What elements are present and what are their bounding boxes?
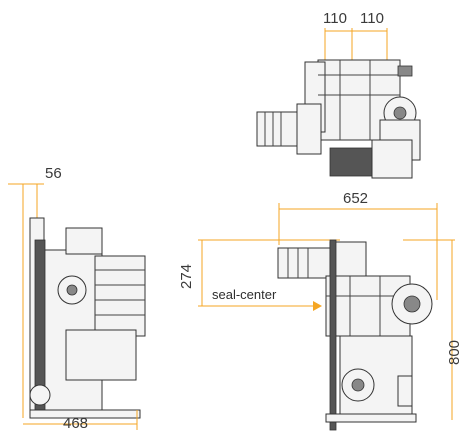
front-column bbox=[329, 239, 337, 431]
lower-housing-top bbox=[371, 139, 413, 179]
seal-center-label: seal-center bbox=[212, 287, 277, 302]
side-lower bbox=[65, 329, 137, 381]
pump-base-top bbox=[329, 147, 375, 177]
front-base bbox=[325, 413, 417, 423]
dim-seal-height: 274 bbox=[178, 264, 195, 289]
motor-flange-top bbox=[296, 103, 322, 155]
front-valve bbox=[397, 375, 413, 407]
seal-center-arrow bbox=[313, 301, 322, 311]
front-motor bbox=[277, 247, 331, 279]
side-wheel bbox=[29, 384, 51, 406]
side-view: 56 468 bbox=[8, 165, 146, 432]
motor-top bbox=[256, 111, 298, 147]
dim-top-right: 110 bbox=[360, 10, 384, 27]
dim-side-width: 56 bbox=[45, 165, 62, 182]
dim-front-height: 800 bbox=[446, 340, 461, 365]
top-nozzle bbox=[397, 65, 413, 77]
dim-side-length: 468 bbox=[63, 415, 88, 432]
dim-top-left: 110 bbox=[323, 10, 347, 27]
side-base bbox=[29, 409, 141, 419]
front-view: 652 800 274 seal-center bbox=[178, 190, 461, 431]
side-gearbox bbox=[65, 227, 103, 255]
dim-front-width: 652 bbox=[343, 190, 368, 207]
top-view: 110 110 bbox=[256, 10, 421, 179]
side-motor bbox=[94, 255, 146, 337]
